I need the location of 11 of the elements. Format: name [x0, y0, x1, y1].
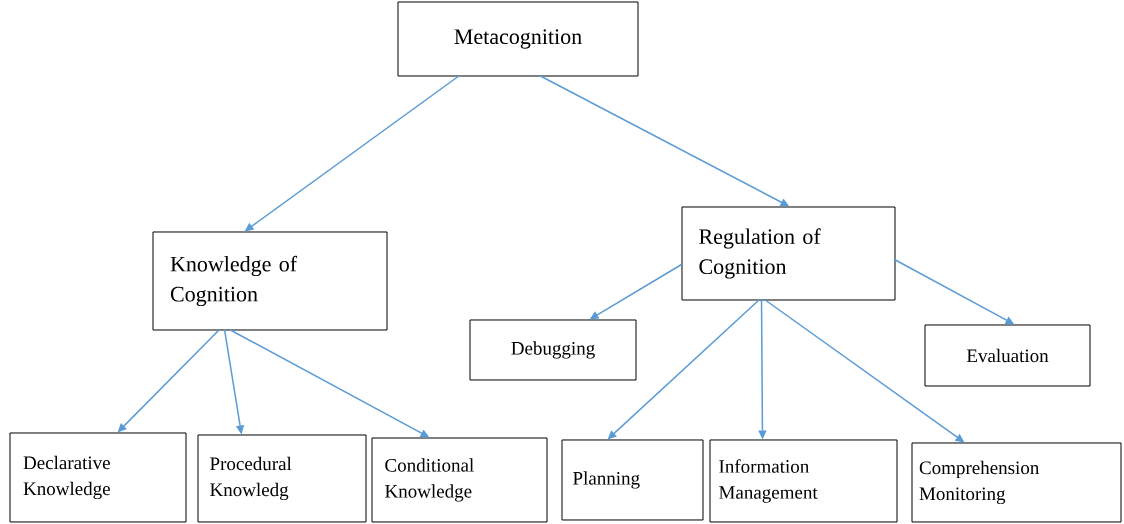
concept-box: Debugging: [469, 319, 637, 381]
concept-box: Declarative Knowledge: [9, 432, 187, 523]
concept-box: Conditional Knowledge: [371, 437, 548, 523]
concept-box: Information Management: [709, 439, 898, 523]
concept-box: Evaluation: [924, 324, 1091, 387]
concept-box: Knowledge of Cognition: [152, 231, 388, 331]
concept-box: Metacognition: [397, 1, 639, 77]
concept-box: Procedural Knowledg: [197, 434, 367, 523]
concept-box: Regulation of Cognition: [681, 206, 896, 301]
concept-box: Planning: [561, 439, 704, 521]
concept-box: Comprehension Monitoring: [911, 442, 1122, 523]
